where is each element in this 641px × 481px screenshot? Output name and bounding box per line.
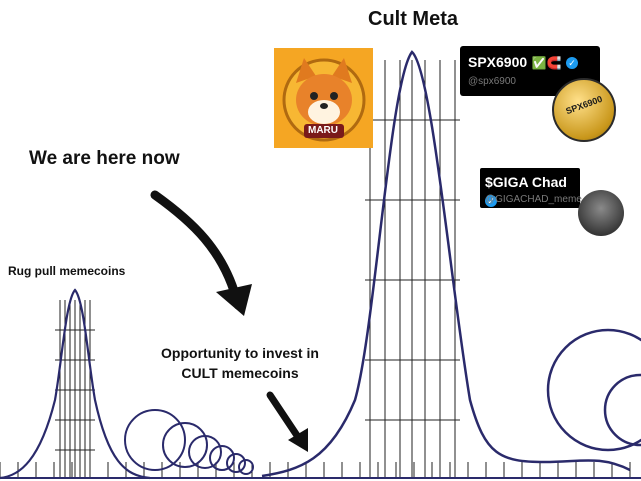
coin-text: SPX6900 bbox=[564, 93, 604, 117]
giga-chad-avatar bbox=[578, 190, 624, 236]
arrow-opportunity-head bbox=[288, 428, 308, 452]
rug-pull-hill bbox=[0, 288, 151, 480]
maru-logo: MARU bbox=[274, 48, 373, 148]
spx-coin-icon: SPX6900 bbox=[552, 78, 616, 142]
opportunity-line1: Opportunity to invest in bbox=[161, 345, 319, 361]
cult-hill bbox=[261, 50, 631, 478]
arrow-here bbox=[150, 190, 243, 310]
shiba-icon bbox=[282, 58, 366, 142]
right-loops bbox=[546, 328, 641, 452]
giga-handle: @GIGACHAD_meme bbox=[485, 194, 582, 205]
opportunity-line2: CULT memecoins bbox=[181, 365, 299, 381]
opportunity-label: Opportunity to invest in CULT memecoins bbox=[140, 343, 340, 383]
chart-title: Cult Meta bbox=[368, 8, 458, 30]
giga-name: $GIGA Chad bbox=[485, 174, 567, 190]
maru-text: MARU bbox=[308, 125, 338, 136]
arrow-opportunity bbox=[266, 391, 304, 444]
rug-pull-label: Rug pull memecoins bbox=[8, 264, 126, 278]
spx-handle: @spx6900 bbox=[468, 76, 516, 87]
spx-emojis: ✅🧲 bbox=[531, 56, 562, 70]
here-label: We are here now bbox=[29, 148, 180, 169]
giga-card: $GIGA Chad ✓ @GIGACHAD_meme bbox=[480, 168, 582, 208]
arrow-here-head bbox=[216, 284, 252, 316]
verified-icon: ✓ bbox=[565, 56, 578, 69]
small-loops bbox=[124, 409, 254, 475]
spx-name: SPX6900 bbox=[468, 54, 528, 70]
verified-icon: ✓ bbox=[485, 194, 497, 207]
